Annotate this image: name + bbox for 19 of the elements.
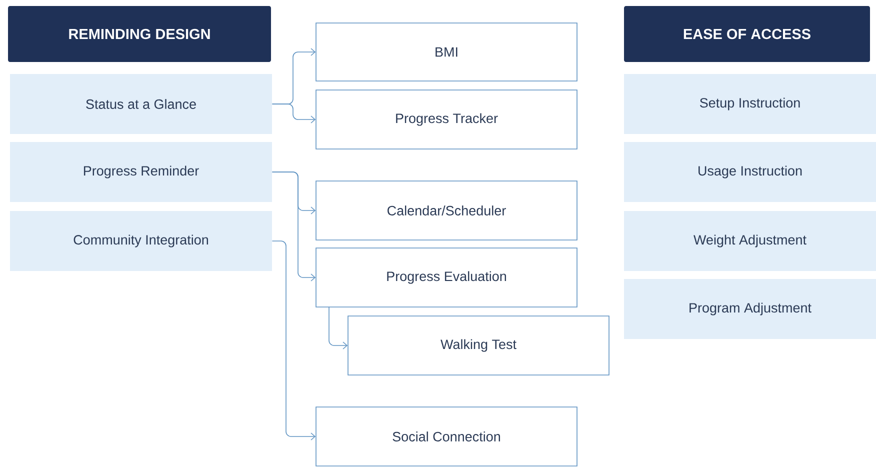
header-box: REMINDING DESIGN	[8, 6, 271, 62]
arrow	[272, 104, 316, 124]
feature-box: Social Connection	[316, 406, 578, 466]
category-box: Setup Instruction	[624, 74, 876, 134]
feature-box: BMI	[316, 22, 578, 82]
arrow	[272, 240, 316, 440]
category-box: Program Adjustment	[624, 279, 876, 339]
category-box: Weight Adjustment	[624, 211, 876, 271]
arrow	[272, 172, 316, 282]
category-box: Usage Instruction	[624, 142, 876, 202]
category-box: Progress Reminder	[10, 142, 272, 202]
category-box: Community Integration	[10, 211, 272, 271]
arrow	[328, 306, 348, 350]
feature-box: Calendar/Scheduler	[316, 180, 578, 240]
header-box: EASE OF ACCESS	[624, 6, 870, 62]
feature-box: Progress Tracker	[316, 90, 578, 150]
category-box: Status at a Glance	[10, 74, 272, 134]
feature-box: Walking Test	[348, 316, 610, 376]
feature-box: Progress Evaluation	[316, 248, 578, 308]
